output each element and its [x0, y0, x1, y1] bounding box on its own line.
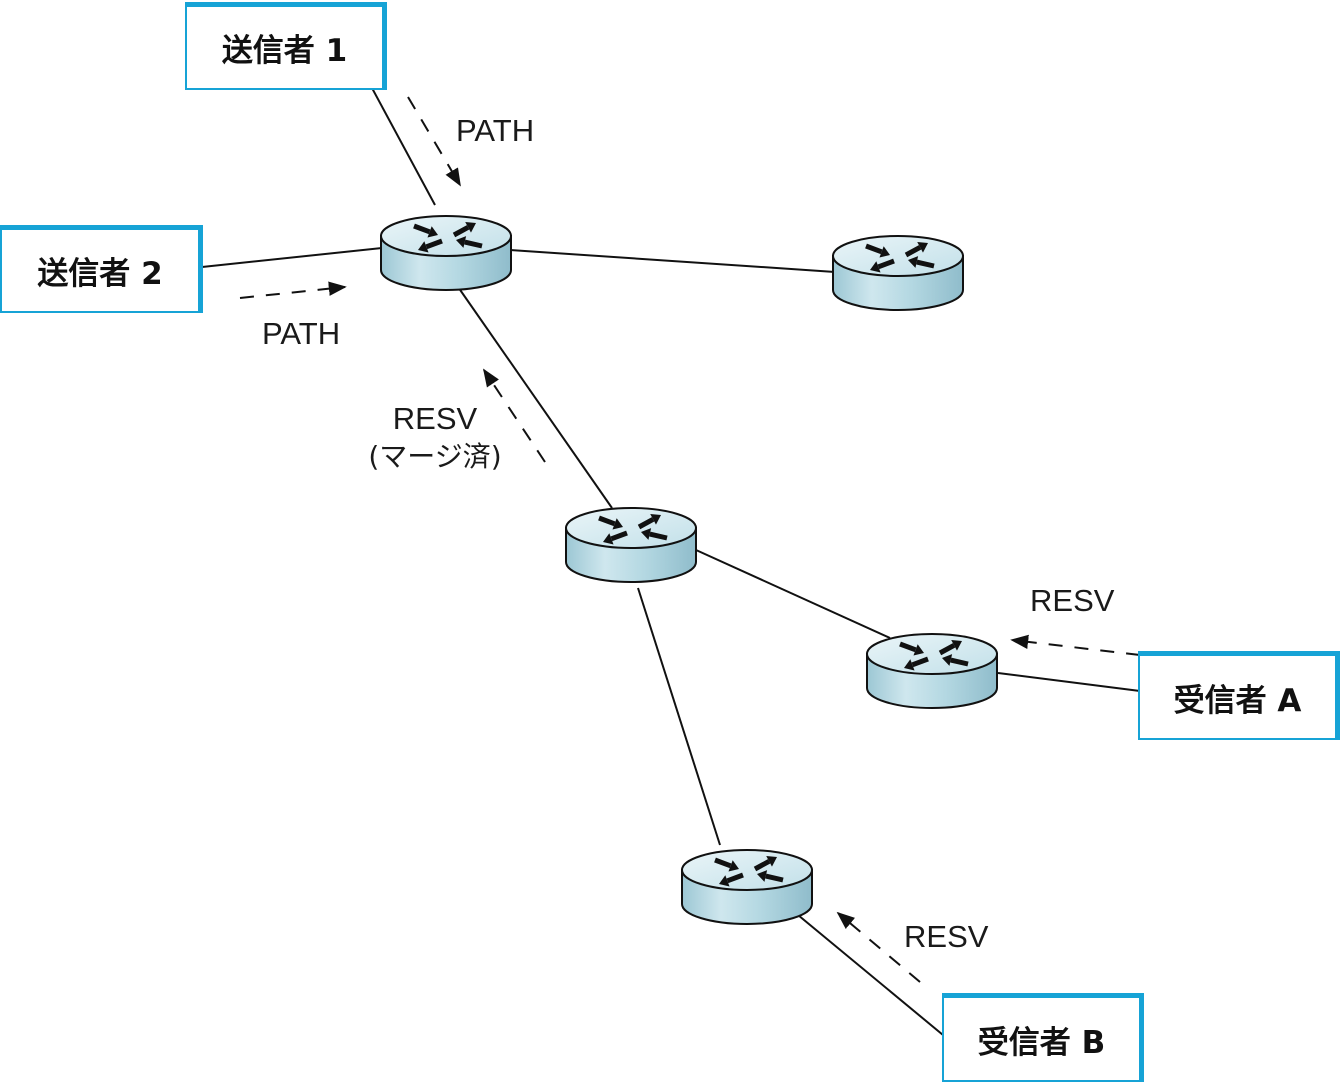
sender2-label: 送信者 2 — [37, 256, 163, 292]
link-sender2-r1 — [201, 247, 383, 268]
router-top — [866, 633, 998, 675]
resv-merged-label: RESV (マージ済) — [360, 400, 510, 476]
router-arrow-head — [913, 644, 924, 656]
router-arrow-shaft — [714, 857, 732, 869]
router-arrow-head — [465, 222, 476, 233]
router-arrow-shaft — [610, 530, 628, 542]
resvA-arrow — [1010, 634, 1141, 656]
router-arrow-shaft — [911, 656, 929, 668]
resv-merged-sublabel: (マージ済) — [368, 440, 502, 473]
path2-label: PATH — [262, 316, 341, 351]
router-3 — [565, 507, 697, 583]
router-arrow-head — [917, 242, 928, 253]
router-arrow-head — [951, 640, 962, 651]
router-arrows-icon — [598, 514, 668, 545]
message-arrows — [239, 96, 1141, 983]
router-arrow-head — [456, 236, 467, 248]
router-top — [380, 215, 512, 257]
receiverB-box: 受信者 B — [942, 993, 1144, 1082]
link-r1-r2 — [509, 249, 836, 273]
router-arrow-head — [612, 518, 623, 530]
sender2-box: 送信者 2 — [0, 225, 203, 313]
links — [201, 87, 1141, 1036]
router-arrow-shaft — [413, 223, 431, 235]
router-arrow-shaft — [865, 243, 883, 255]
receiverA-box: 受信者 A — [1138, 651, 1340, 740]
link-r1-r3 — [455, 283, 613, 509]
router-arrow-shaft — [464, 239, 483, 249]
link-r5-receiverB — [797, 914, 944, 1036]
router-arrows-icon — [899, 640, 969, 671]
router-arrow-head — [942, 654, 953, 666]
resv-merged-arrow — [483, 368, 546, 463]
receiverB-label: 受信者 B — [977, 1024, 1106, 1061]
router-5 — [681, 849, 813, 925]
router-arrow-shaft — [598, 515, 616, 527]
router-arrow-shaft — [425, 238, 443, 250]
link-r4-receiverA — [997, 672, 1141, 692]
link-sender1-r1 — [371, 87, 436, 206]
router-arrows-icon — [413, 222, 483, 253]
router-top — [681, 849, 813, 891]
router-1 — [380, 215, 512, 291]
router-arrows-icon — [714, 856, 784, 887]
router-arrow-head — [908, 256, 919, 268]
router-top — [832, 235, 964, 277]
router-arrow-head — [641, 528, 652, 540]
router-arrow-shaft — [877, 258, 895, 270]
router-arrow-head — [418, 241, 429, 253]
router-arrow-head — [728, 860, 739, 872]
sender1-box: 送信者 1 — [185, 2, 387, 90]
router-arrow-shaft — [765, 873, 784, 883]
router-arrow-shaft — [904, 245, 922, 258]
router-arrow-head — [757, 870, 768, 882]
router-arrow-head — [650, 514, 661, 525]
router-arrow-shaft — [938, 643, 956, 656]
router-arrow-shaft — [649, 531, 668, 541]
resvB-arrow — [836, 911, 921, 983]
path2-arrow — [239, 281, 347, 299]
resv-merged-title: RESV — [392, 401, 478, 436]
router-arrow-head — [427, 226, 438, 238]
router-arrow-shaft — [950, 657, 969, 667]
router-arrow-shaft — [726, 872, 744, 884]
routers — [380, 215, 998, 925]
path1-arrow — [407, 96, 461, 187]
router-arrow-head — [719, 875, 730, 887]
router-arrow-head — [904, 659, 915, 671]
router-arrow-shaft — [899, 641, 917, 653]
router-arrow-shaft — [637, 517, 655, 530]
router-arrow-shaft — [452, 225, 470, 238]
router-arrow-head — [879, 246, 890, 258]
router-arrow-head — [870, 261, 881, 273]
link-r3-r4 — [695, 549, 891, 639]
router-top — [565, 507, 697, 549]
sender1-label: 送信者 1 — [221, 33, 348, 69]
path1-label: PATH — [456, 113, 535, 148]
link-r3-r5 — [637, 587, 721, 846]
router-arrow-head — [766, 856, 777, 867]
router-2 — [832, 235, 964, 311]
router-4 — [866, 633, 998, 709]
router-arrow-shaft — [753, 859, 771, 872]
resvA-label: RESV — [1030, 583, 1115, 618]
router-arrow-head — [603, 533, 614, 545]
router-arrow-shaft — [916, 259, 935, 269]
resvB-label: RESV — [904, 919, 989, 954]
router-arrows-icon — [865, 242, 935, 273]
receiverA-label: 受信者 A — [1173, 682, 1302, 719]
